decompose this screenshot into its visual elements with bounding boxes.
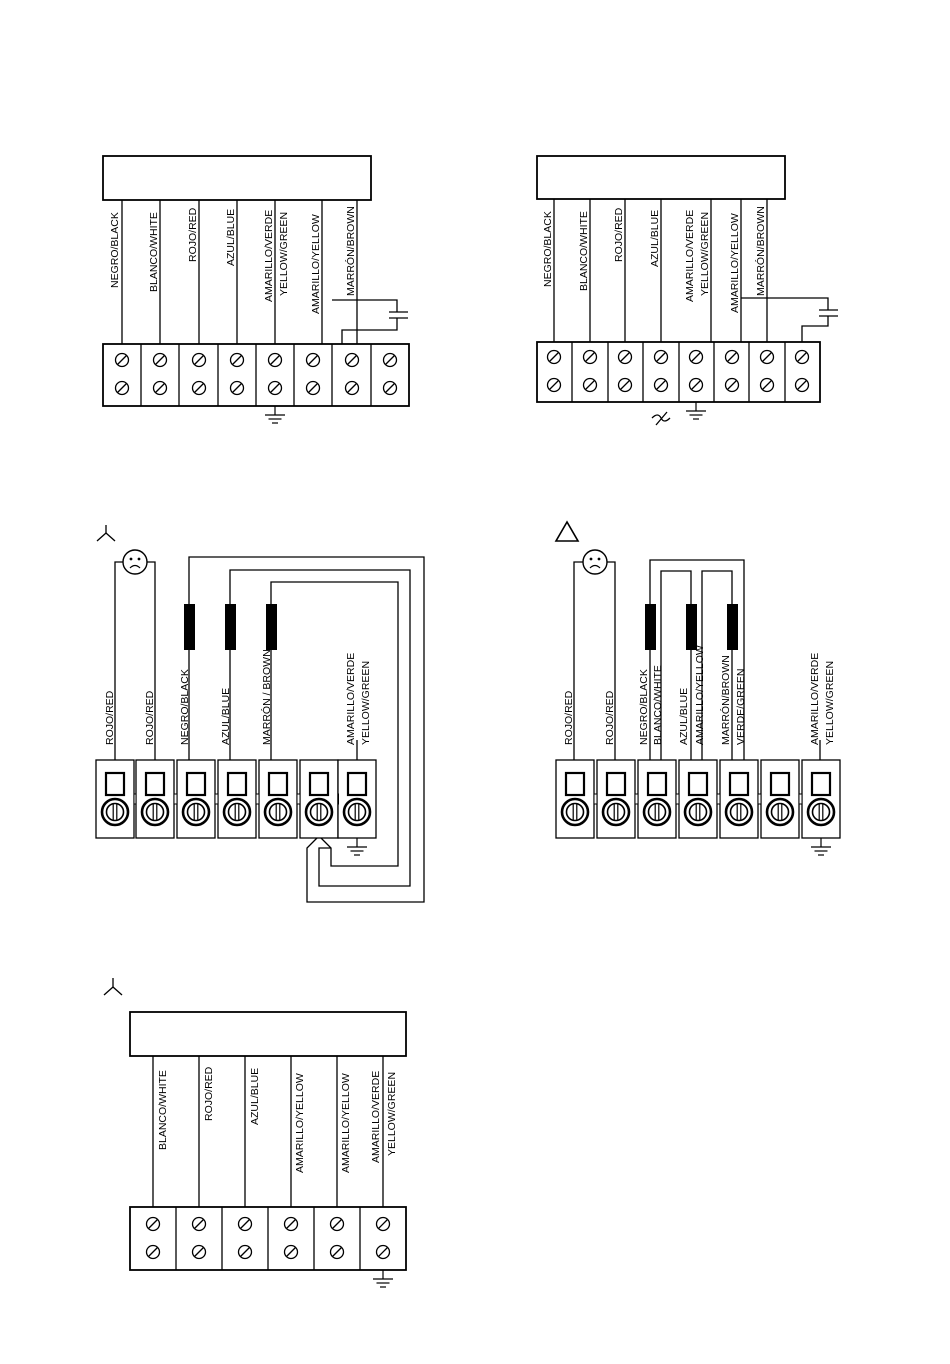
wire-label: AMARILLO/VERDE [345,653,357,745]
ground-symbol [264,405,286,424]
wire-label: AMARILLO/VERDE [684,210,696,302]
wires [152,1056,384,1207]
wire-label: ROJO/RED [604,690,616,745]
wire-label: AMARILLO/YELLOW [340,1073,352,1173]
lamp-icon [122,549,148,575]
wire-label: ROJO/RED [613,207,625,262]
wire-label: AZUL/BLUE [220,688,232,745]
wire-label: ROJO/RED [203,1066,215,1121]
delta-icon [554,520,580,542]
terminal-block [129,1206,407,1271]
wire-label: YELLOW/GREEN [824,661,836,745]
wire-label: AMARILLO/YELLOW [310,214,322,314]
lamp-icon [582,549,608,575]
terminal-strip [94,758,378,840]
ground-symbol [810,837,832,856]
motor-box [536,155,786,200]
terminal-block [102,343,410,407]
wire-label: AMARILLO/YELLOW [294,1073,306,1173]
wire-label: NEGRO/BLACK [542,211,554,287]
wire-label: VERDE/GREEN [735,669,747,745]
motor-box [129,1011,407,1057]
wire-label: MARRÓN/BROWN [754,206,767,296]
wire-label: BLANCO/WHITE [578,211,590,291]
wire-label: BLANCO/WHITE [652,665,664,745]
wire-label: BLANCO/WHITE [148,212,160,292]
wire-label: YELLOW/GREEN [386,1072,398,1156]
wire-label: BLANCO/WHITE [157,1070,169,1150]
wire-label: MARRÓN/BROWN [344,206,357,296]
capacitor [332,299,408,344]
wire-label: YELLOW/GREEN [360,661,372,745]
wires [121,200,358,344]
resistors [184,604,277,760]
wire-label: YELLOW/GREEN [699,212,711,296]
wire-label: AZUL/BLUE [678,688,690,745]
wire-label: ROJO/RED [104,690,116,745]
wire-label: AMARILLO/YELLOW [694,645,706,745]
diagram-2: NEGRO/BLACK BLANCO/WHITE ROJO/RED AZUL/B… [536,155,838,426]
wire-label: AZUL/BLUE [249,1068,261,1125]
ground-symbol [685,401,707,420]
diagram-3: ROJO/RED ROJO/RED NEGRO/BLACK AZUL/BLUE … [94,525,425,903]
motor-box [102,155,372,201]
diagram-1: NEGRO/BLACK BLANCO/WHITE ROJO/RED AZUL/B… [102,155,410,424]
wire-label: ROJO/RED [187,207,199,262]
wire-label: AMARILLO/VERDE [809,653,821,745]
star-icon [103,978,123,996]
not-connected-symbol [651,411,671,426]
wire-label: AZUL/BLUE [225,209,237,266]
bridge-wires [649,559,745,760]
wire-label: AMARILLO/VERDE [263,210,275,302]
wire-label: MARRÓN / BROWN [260,649,273,745]
bridge-wires [188,556,425,903]
wire-label: YELLOW/GREEN [278,212,290,296]
wire-label: NEGRO/BLACK [638,669,650,745]
terminal-block [536,341,821,403]
lamp-circuit [573,549,616,760]
diagram-4: ROJO/RED ROJO/RED NEGRO/BLACK BLANCO/WHI… [554,520,842,856]
wire-label: ROJO/RED [144,690,156,745]
lamp-circuit [114,549,156,760]
diagram-5: BLANCO/WHITE ROJO/RED AZUL/BLUE AMARILLO… [103,978,407,1288]
ground-symbol [372,1269,394,1288]
wire-label: AMARILLO/VERDE [370,1071,382,1163]
wire-label: MARRÓN/BROWN [719,655,732,745]
terminal-strip [554,758,842,840]
star-icon [96,525,116,542]
ground-symbol [346,837,368,856]
wire-label: AZUL/BLUE [649,210,661,267]
wire-label: NEGRO/BLACK [179,669,191,745]
wire-label: ROJO/RED [563,690,575,745]
wire-label: AMARILLO/YELLOW [729,213,741,313]
wire-label: NEGRO/BLACK [109,212,121,288]
resistors [645,604,738,760]
wires [553,199,768,342]
capacitor [741,297,838,342]
